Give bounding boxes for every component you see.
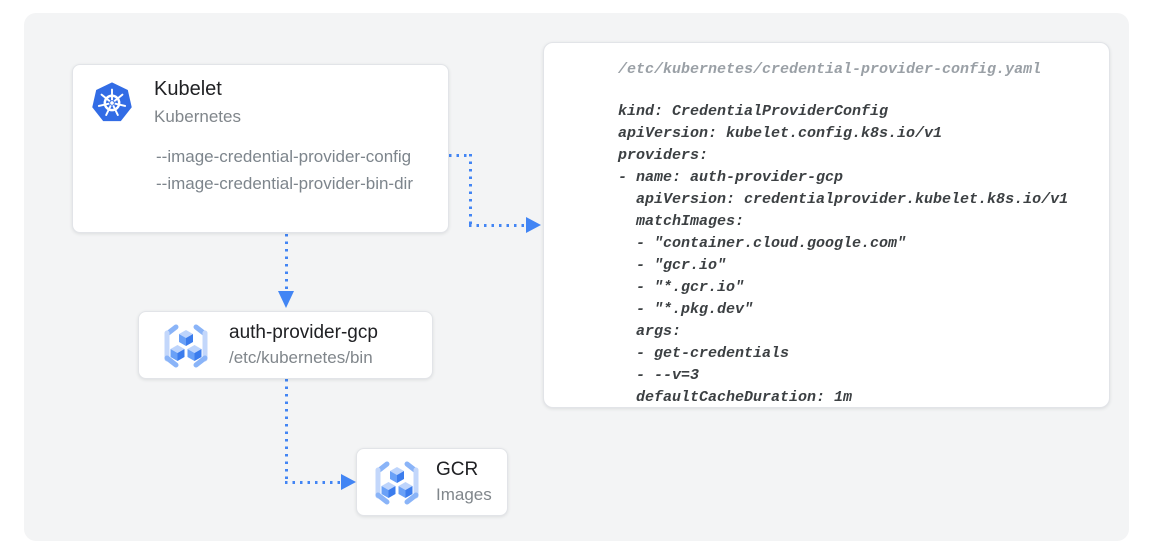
arrow-down-icon xyxy=(278,291,294,308)
gcr-card-title: GCR xyxy=(436,459,479,480)
connector-auth-provider-to-gcr-segment-2 xyxy=(285,481,341,484)
kubelet-card-subtitle: Kubernetes xyxy=(154,107,241,126)
gcr-card: GCR Images xyxy=(356,448,508,516)
auth-provider-card-title: auth-provider-gcp xyxy=(229,322,378,343)
gcr-card-subtitle: Images xyxy=(436,485,492,504)
auth-provider-card-subtitle: /etc/kubernetes/bin xyxy=(229,348,373,367)
kubernetes-logo-icon xyxy=(92,82,132,122)
config-yaml-code: kind: CredentialProviderConfig apiVersio… xyxy=(618,103,1069,406)
arrow-right-icon xyxy=(526,217,541,233)
credential-provider-config-card: /etc/kubernetes/credential-provider-conf… xyxy=(543,42,1110,408)
kubelet-flag-config: --image-credential-provider-config xyxy=(156,147,412,166)
connector-kubelet-to-auth-provider xyxy=(285,219,288,292)
connector-config-flag-to-yaml-segment-2 xyxy=(469,154,472,225)
auth-provider-gcp-card: auth-provider-gcp /etc/kubernetes/bin xyxy=(138,311,433,379)
kubelet-card-title: Kubelet xyxy=(154,78,222,100)
kubelet-card: Kubelet Kubernetes --image-credential-pr… xyxy=(72,64,449,233)
connector-config-flag-to-yaml-segment-3 xyxy=(469,224,526,227)
connector-auth-provider-to-gcr-segment-1 xyxy=(285,379,288,482)
gcr-icon xyxy=(375,461,419,505)
kubelet-flag-bin-dir: --image-credential-provider-bin-dir xyxy=(156,174,413,193)
gcr-icon xyxy=(164,324,208,368)
config-file-path: /etc/kubernetes/credential-provider-conf… xyxy=(618,61,1042,78)
arrow-right-icon xyxy=(341,474,356,490)
